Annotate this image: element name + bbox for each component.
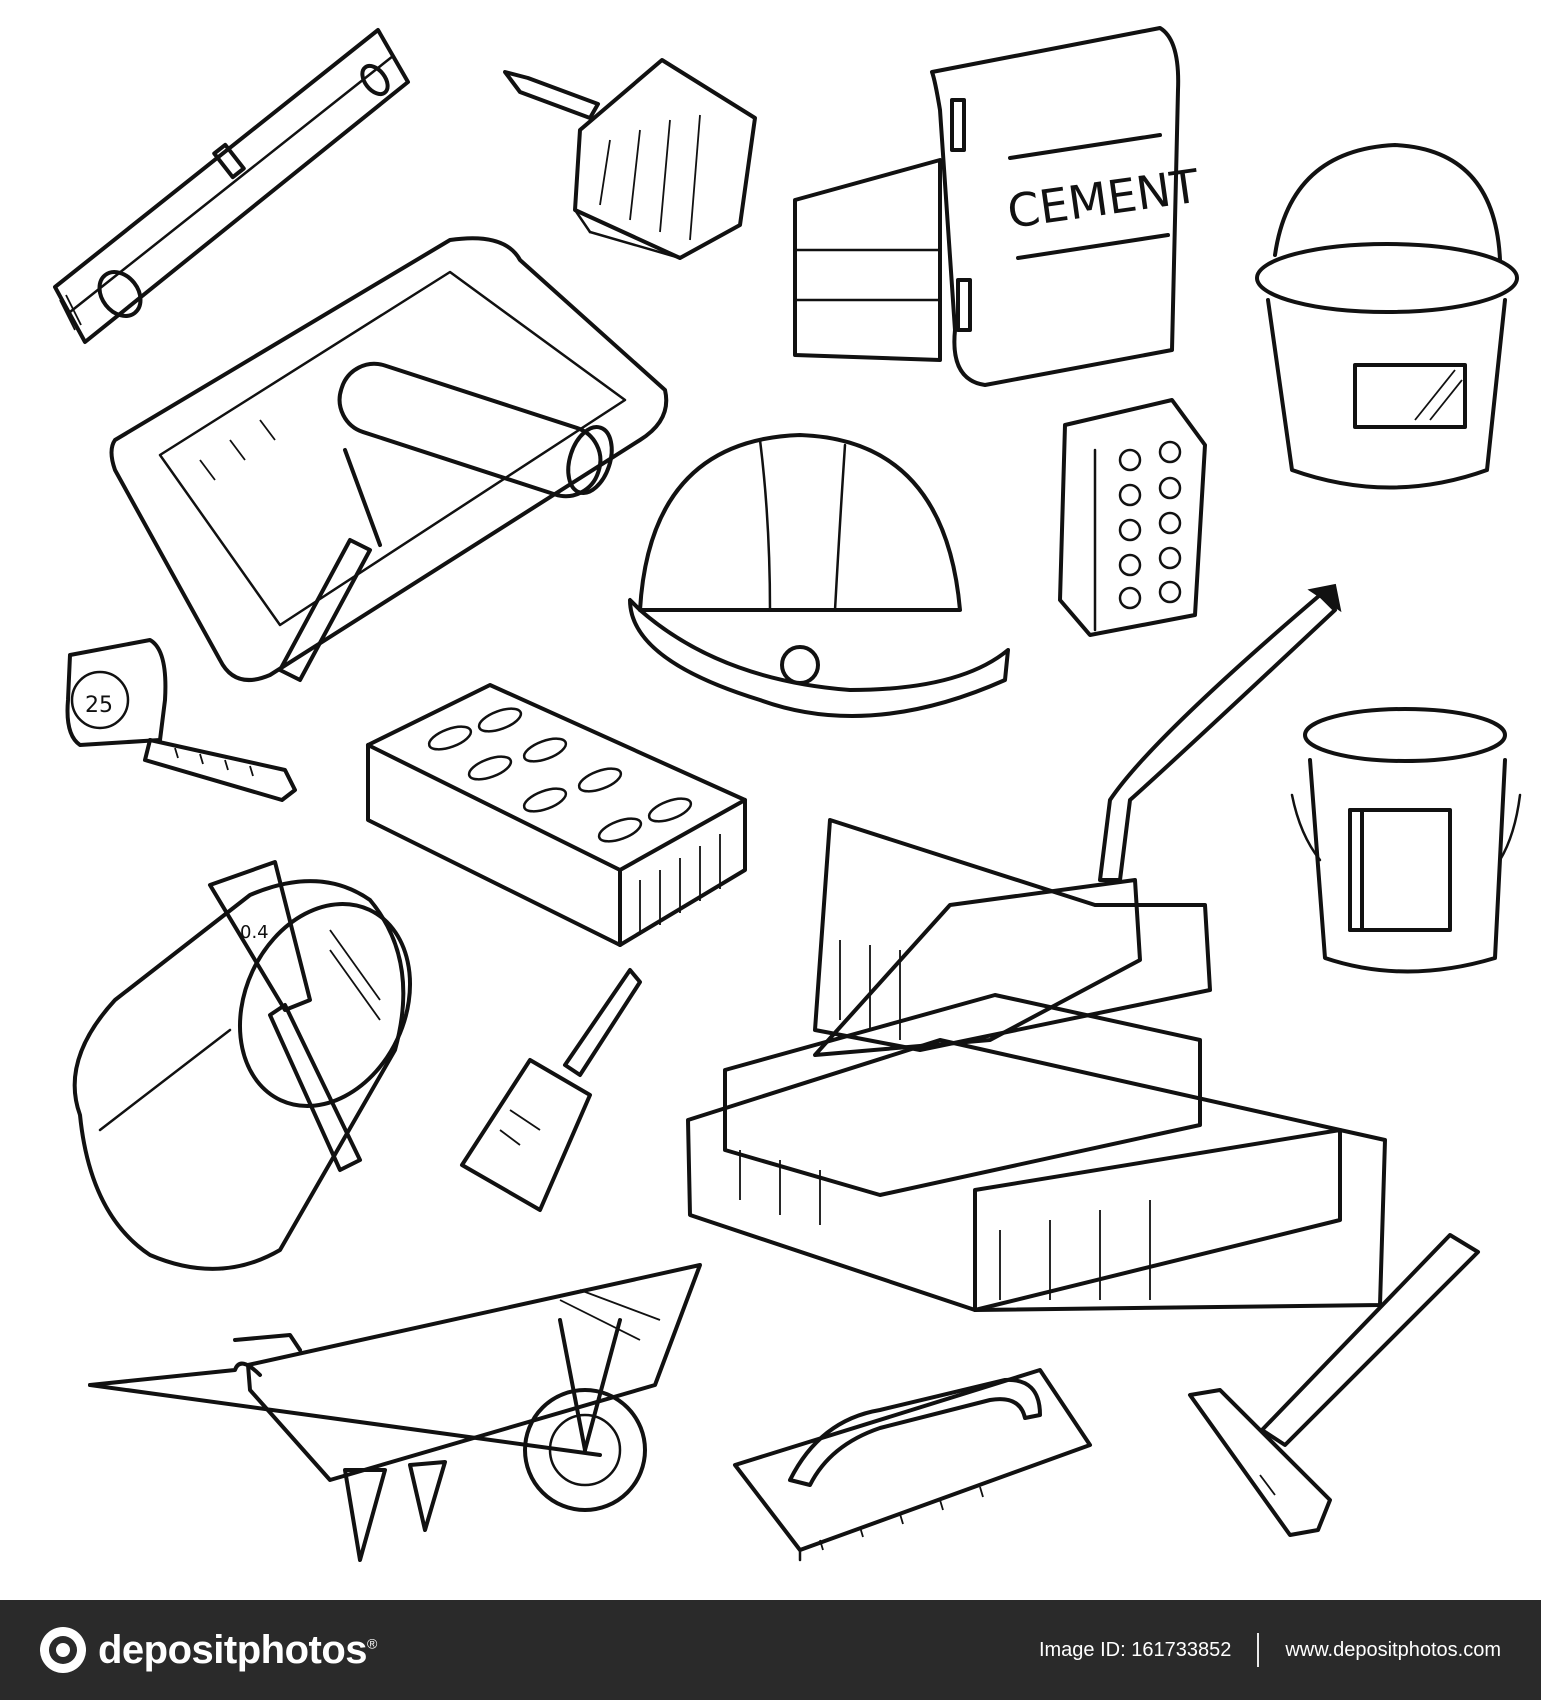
small-bucket bbox=[1290, 707, 1522, 974]
paint-can-brush: 0.4 bbox=[72, 860, 413, 1271]
tape-measure: 25 bbox=[65, 638, 297, 802]
paint-roller-tray bbox=[109, 236, 669, 682]
spirit-level bbox=[53, 28, 410, 344]
depositphotos-logo-icon bbox=[40, 1627, 86, 1673]
standing-brick bbox=[1058, 398, 1207, 637]
sketch-canvas: CEMENT bbox=[53, 26, 1522, 1562]
hammer bbox=[1188, 1233, 1480, 1537]
image-meta: Image ID: 161733852 www.depositphotos.co… bbox=[1039, 1633, 1501, 1667]
brand-logo[interactable]: depositphotos® bbox=[40, 1627, 377, 1673]
tape-number: 25 bbox=[85, 693, 113, 718]
wide-paint-brush bbox=[503, 58, 757, 260]
hard-hat bbox=[628, 433, 1010, 718]
wheelbarrow bbox=[88, 1263, 702, 1562]
grout-float bbox=[733, 1368, 1092, 1562]
construction-tools-illustration: CEMENT bbox=[53, 26, 1522, 1562]
divider bbox=[1257, 1633, 1260, 1667]
brick-pile-trowel bbox=[686, 583, 1387, 1312]
flat-brick bbox=[366, 683, 747, 947]
brush-size: 0.4 bbox=[240, 922, 269, 943]
cement-bags: CEMENT bbox=[793, 26, 1203, 387]
brand-name: depositphotos® bbox=[98, 1627, 377, 1672]
paint-bucket-handle bbox=[1255, 143, 1519, 490]
site-link[interactable]: www.depositphotos.com bbox=[1285, 1638, 1501, 1661]
image-id: Image ID: 161733852 bbox=[1038, 1638, 1232, 1661]
stock-footer-bar: depositphotos® Image ID: 161733852 www.d… bbox=[0, 1600, 1541, 1700]
small-paint-brush bbox=[460, 968, 642, 1212]
